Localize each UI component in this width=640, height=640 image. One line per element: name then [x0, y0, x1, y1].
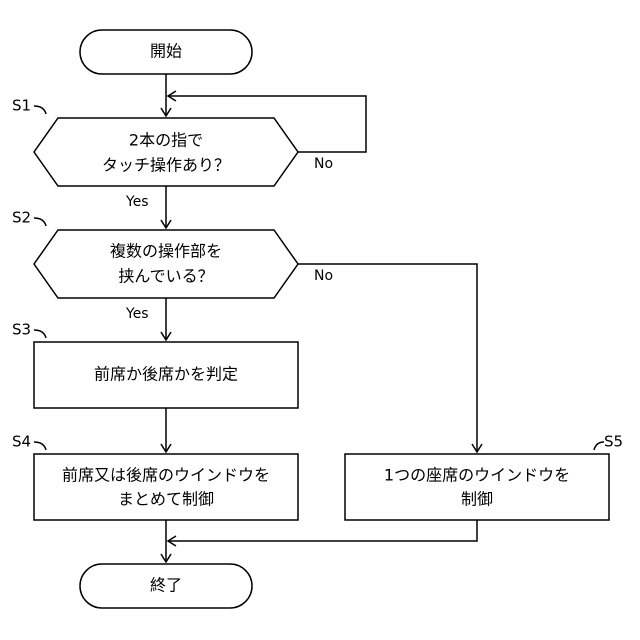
step-leader-s4: [34, 442, 46, 450]
step-label-s1: S1: [12, 97, 31, 115]
process-s4-line1: 前席又は後席のウインドウを: [62, 466, 270, 485]
process-s5: [345, 454, 609, 520]
decision-s1-line1: 2本の指で: [129, 131, 203, 150]
step-label-s4: S4: [12, 433, 31, 451]
process-s5-line1: 1つの座席のウインドウを: [384, 466, 570, 485]
process-s5-line2: 制御: [461, 490, 493, 509]
process-s4-line2: まとめて制御: [118, 490, 214, 509]
step-leader-s3: [34, 330, 46, 338]
process-s4: [34, 454, 298, 520]
start-label: 開始: [150, 42, 182, 61]
edge-label-s2-no: No: [314, 268, 333, 284]
step-label-s2: S2: [12, 209, 31, 227]
step-label-s3: S3: [12, 321, 31, 339]
edge-s2-no: [298, 264, 477, 452]
step-leader-s2: [34, 218, 46, 226]
edge-s5-to-merge: [168, 520, 477, 541]
decision-s1: [34, 118, 298, 186]
edge-label-s2-yes: Yes: [125, 306, 149, 322]
step-leader-s5: [594, 442, 604, 450]
step-label-s5: S5: [604, 433, 623, 451]
process-s3-label: 前席か後席かを判定: [94, 365, 238, 384]
step-leader-s1: [34, 106, 46, 114]
end-label: 終了: [150, 576, 182, 595]
decision-s2-line1: 複数の操作部を: [110, 242, 222, 261]
decision-s2-line2: 挟んでいる？: [118, 267, 213, 286]
decision-s1-line2: タッチ操作あり？: [102, 156, 230, 175]
edge-label-s1-yes: Yes: [125, 194, 149, 210]
edge-label-s1-no: No: [314, 156, 333, 172]
decision-s2: [34, 230, 298, 298]
